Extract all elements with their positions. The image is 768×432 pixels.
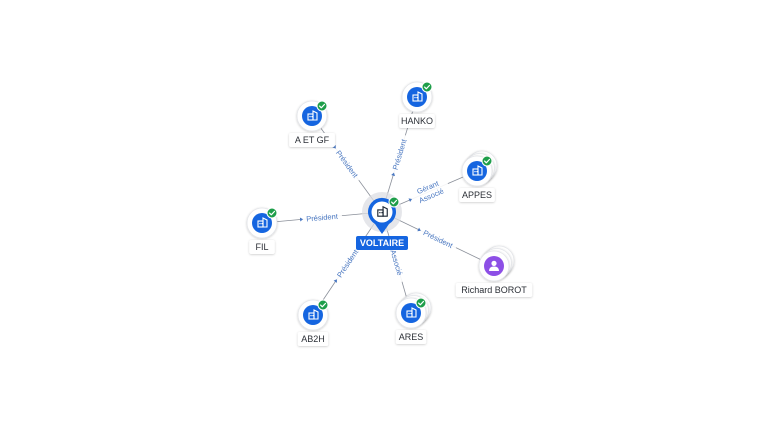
node-label-box xyxy=(455,283,533,297)
node-ab2h[interactable]: AB2H xyxy=(297,299,329,346)
edge-label-bg xyxy=(331,243,362,283)
edge-label-text: Président xyxy=(422,228,455,250)
edge-label-bg xyxy=(406,173,452,208)
edge-label-bg xyxy=(418,224,459,252)
edge-label-bg xyxy=(331,144,364,183)
edge-label-bg xyxy=(387,241,408,283)
node-hanko[interactable]: HANKO xyxy=(399,81,435,128)
node-label: HANKO xyxy=(401,116,433,126)
node-label: Richard BOROT xyxy=(461,285,527,295)
center-node-voltaire[interactable]: VOLTAIRE xyxy=(356,192,408,250)
check-icon xyxy=(388,196,400,208)
edge-label-hanko: Président xyxy=(387,133,410,177)
node-richard[interactable]: Richard BOROT xyxy=(455,245,533,297)
check-icon xyxy=(316,100,328,112)
edge-label-text: Président xyxy=(306,212,339,224)
node-ares[interactable]: ARES xyxy=(395,292,432,344)
node-label-box xyxy=(249,240,275,254)
edge-arrow-icon xyxy=(299,217,304,222)
edge-label-bg xyxy=(301,209,343,224)
node-label: A ET GF xyxy=(295,135,330,145)
node-aetgf[interactable]: A ET GF xyxy=(289,100,335,147)
check-icon xyxy=(415,297,427,309)
node-fil[interactable]: FIL xyxy=(246,207,278,254)
node-label: APPES xyxy=(462,190,492,200)
node-label-box xyxy=(399,114,435,128)
node-label-box xyxy=(289,133,335,147)
check-icon xyxy=(317,299,329,311)
edge-label-text: Président xyxy=(335,247,361,279)
edge-label-bg xyxy=(387,133,410,175)
edge-label-richard: Président xyxy=(417,224,459,252)
nodes-layer: A ET GF HANKO APPES FIL Richard BOROT AB2H ARE… xyxy=(246,81,533,346)
check-icon xyxy=(481,155,493,167)
edge-arrow-icon xyxy=(391,172,396,177)
edge-label-aetgf: Président xyxy=(331,144,364,183)
edge-label-text: Associé xyxy=(388,249,404,277)
building-icon xyxy=(377,205,388,217)
node-label: AB2H xyxy=(301,334,325,344)
center-label-box xyxy=(356,236,408,250)
check-icon xyxy=(421,81,433,93)
edge-arrow-icon xyxy=(333,279,337,283)
center-label: VOLTAIRE xyxy=(360,238,404,248)
check-icon xyxy=(266,207,278,219)
edge-arrow-icon xyxy=(408,198,413,203)
node-label-box xyxy=(395,330,427,344)
edge-arrow-icon xyxy=(332,145,336,149)
edge-label-fil: Président xyxy=(299,209,343,224)
node-appes[interactable]: APPES xyxy=(459,150,498,202)
node-label-box xyxy=(459,188,495,202)
node-label: ARES xyxy=(399,332,424,342)
node-label-box xyxy=(297,332,329,346)
edge-label-text: Président xyxy=(334,149,360,181)
edge-arrow-icon xyxy=(417,227,421,232)
person-icon xyxy=(489,260,499,271)
node-label: FIL xyxy=(255,242,268,252)
